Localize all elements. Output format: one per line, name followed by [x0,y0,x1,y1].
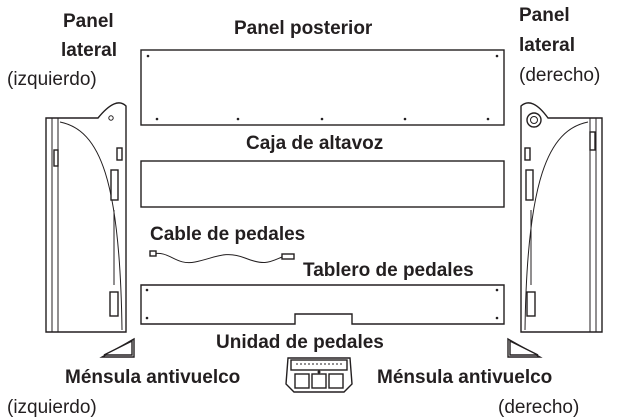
right-bracket-label: Ménsula antivuelco [377,367,553,388]
speaker-box-drawing [140,160,505,208]
right-side-panel-label-line1: Panel [519,5,570,26]
left-side-panel-label-line2: lateral [61,40,117,61]
pedal-cable-label: Cable de pedales [150,224,306,245]
left-side-panel-label-line1: Panel [63,11,114,32]
right-bracket-drawing [507,337,543,358]
right-side-panel-side-label: (derecho) [519,65,601,86]
right-side-panel-label-line2: lateral [519,35,575,56]
pedal-unit-label: Unidad de pedales [216,332,384,353]
speaker-box-label: Caja de altavoz [246,133,384,154]
left-bracket-drawing [99,337,135,358]
left-bracket-side-label: (izquierdo) [7,397,97,418]
left-side-panel-side-label: (izquierdo) [7,69,97,90]
pedal-board-drawing [140,284,505,325]
right-side-panel-drawing [520,102,603,333]
pedal-board-label: Tablero de pedales [303,260,474,281]
pedal-cable-drawing [149,250,295,264]
left-bracket-label: Ménsula antivuelco [65,367,241,388]
pedal-unit-drawing [285,357,353,393]
back-panel-drawing [140,49,505,126]
left-side-panel-drawing [45,102,127,333]
right-bracket-side-label: (derecho) [498,397,580,418]
back-panel-label: Panel posterior [234,18,373,39]
